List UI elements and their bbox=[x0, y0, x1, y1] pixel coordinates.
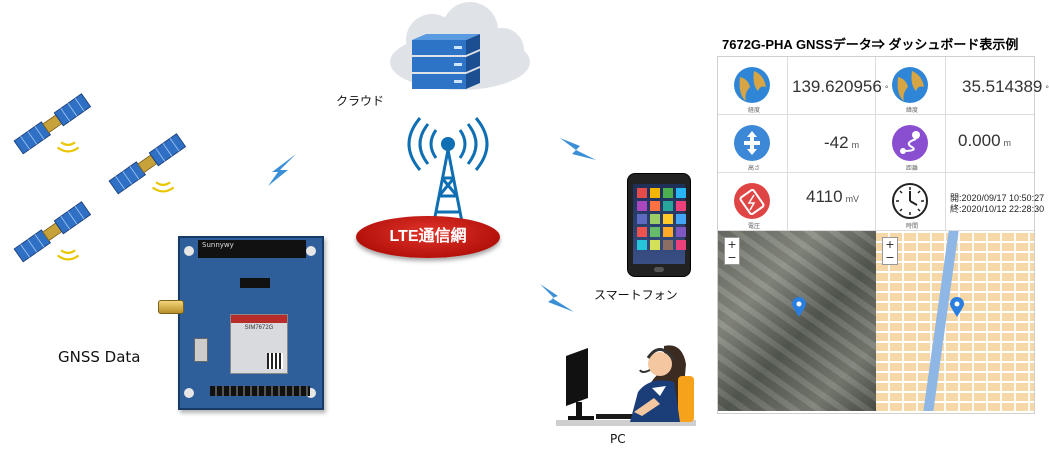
globe-icon bbox=[892, 67, 928, 103]
route-icon bbox=[892, 125, 928, 161]
time-start: 開:2020/09/17 10:50:27 bbox=[950, 193, 1045, 203]
board-brand: Sunnywy bbox=[202, 241, 234, 249]
latitude-value: 35.514389° bbox=[962, 77, 1049, 96]
map-pin-icon bbox=[950, 297, 964, 317]
gnss-data-label: GNSS Data bbox=[58, 348, 141, 366]
globe-icon bbox=[734, 67, 770, 103]
lightning-icon bbox=[540, 284, 574, 312]
antenna-tower-icon bbox=[407, 117, 489, 223]
voltage-caption: 電圧 bbox=[748, 223, 761, 230]
satellite-icon bbox=[13, 201, 92, 263]
altitude-caption: 高さ bbox=[748, 165, 761, 172]
longitude-value: 139.620956° bbox=[792, 77, 889, 96]
pc-operator-icon bbox=[556, 345, 696, 426]
time-end: 終:2020/10/12 22:28:30 bbox=[950, 204, 1045, 214]
map-pin-icon bbox=[792, 297, 806, 317]
gnss-board: Sunnywy SIM7672G bbox=[178, 236, 324, 410]
smartphone-icon bbox=[627, 173, 691, 277]
cloud-server-icon bbox=[390, 2, 530, 90]
board-antenna-strip: Sunnywy bbox=[198, 240, 306, 258]
time-caption: 時間 bbox=[906, 223, 919, 230]
cloud-label: クラウド bbox=[336, 94, 385, 108]
lte-network-ellipse: LTE通信網 bbox=[356, 216, 500, 258]
sim7672g-module: SIM7672G bbox=[230, 314, 288, 374]
zoom-control[interactable]: +− bbox=[882, 237, 898, 265]
latitude-caption: 緯度 bbox=[906, 107, 919, 114]
battery-icon bbox=[734, 183, 770, 219]
antenna-connector bbox=[158, 300, 184, 314]
zoom-control[interactable]: +− bbox=[724, 237, 740, 265]
smartphone-label: スマートフォン bbox=[594, 288, 678, 302]
satellite-icon bbox=[108, 133, 187, 195]
clock-icon bbox=[892, 183, 928, 219]
pc-label: PC bbox=[610, 432, 626, 446]
lightning-icon bbox=[268, 154, 296, 186]
longitude-caption: 経度 bbox=[748, 107, 761, 114]
distance-caption: 距離 bbox=[906, 165, 919, 172]
satellite-icon bbox=[13, 93, 92, 155]
street-map[interactable]: +− bbox=[876, 231, 1034, 411]
module-label: SIM7672G bbox=[244, 325, 274, 331]
dashboard-title: 7672G-PHA GNSSデータ⇒ ダッシュボード表示例 bbox=[722, 37, 1019, 52]
lightning-icon bbox=[560, 138, 596, 160]
altitude-icon bbox=[734, 125, 770, 161]
satellite-map[interactable]: +− bbox=[718, 231, 876, 411]
